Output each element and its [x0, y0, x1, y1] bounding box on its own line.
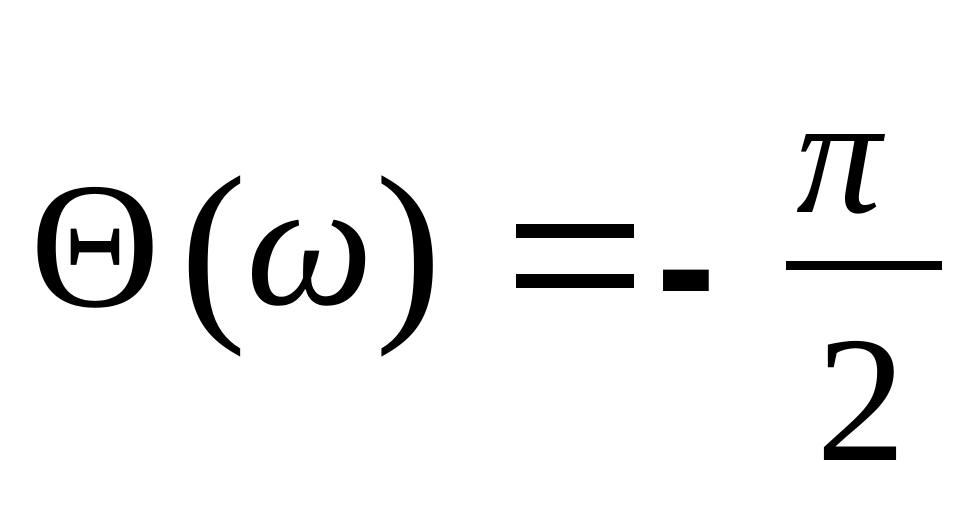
- right-parenthesis: ): [375, 137, 442, 358]
- theta-symbol: Θ: [30, 146, 160, 345]
- equals-bar-bottom: [516, 274, 634, 288]
- fraction-bar: [786, 261, 942, 270]
- pi-numerator: π: [796, 61, 882, 249]
- denominator-two: 2: [816, 300, 906, 499]
- omega-symbol: ω: [246, 144, 374, 343]
- equals-bar-top: [516, 224, 634, 238]
- left-parenthesis: (: [180, 137, 247, 358]
- minus-sign: -: [656, 165, 716, 366]
